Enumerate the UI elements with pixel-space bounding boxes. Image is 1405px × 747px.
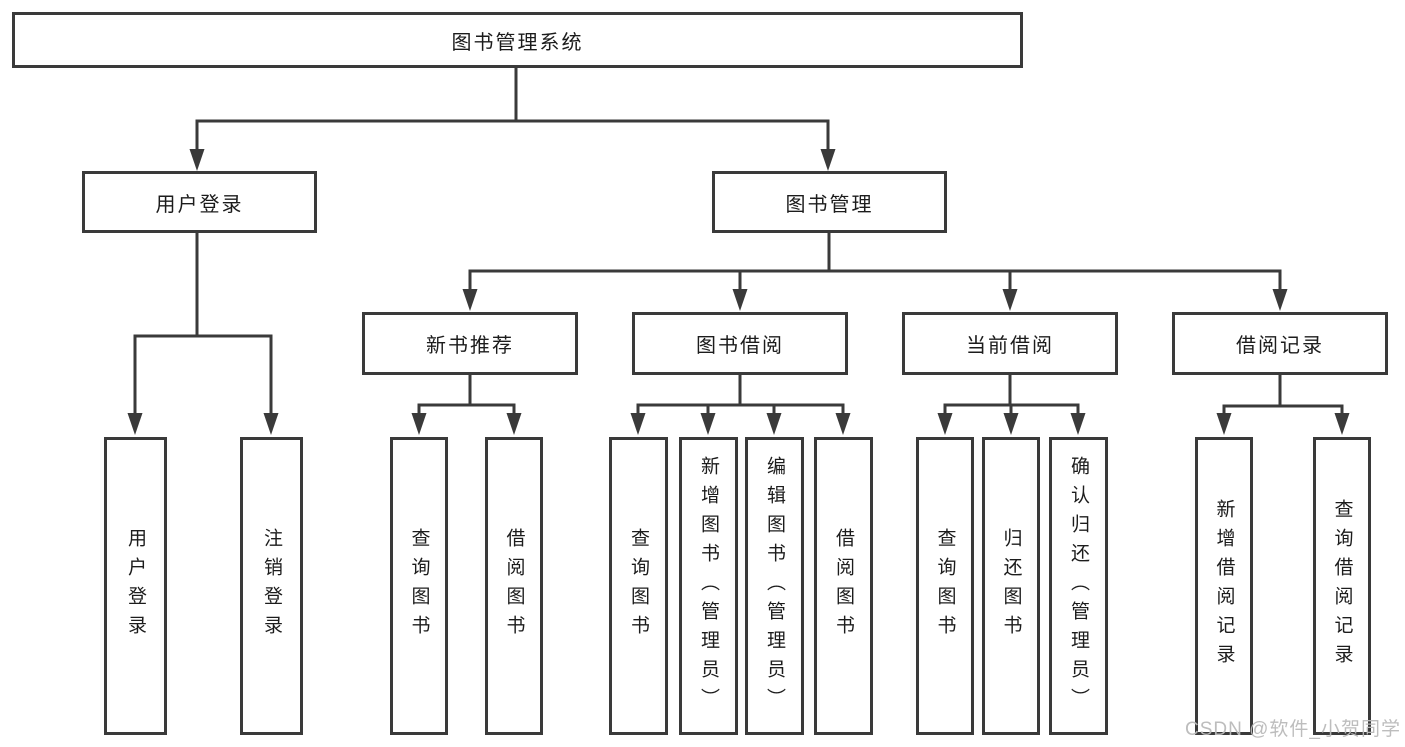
node-label: 确认归还（管理员） [1068, 455, 1089, 717]
node-confirm-return-admin: 确认归还（管理员） [1049, 437, 1108, 735]
arrow-icon [506, 413, 522, 435]
arrow-icon [937, 413, 953, 435]
arrow-icon [1334, 413, 1350, 435]
node-system-root: 图书管理系统 [12, 12, 1023, 68]
node-user-login-leaf: 用户登录 [104, 437, 167, 735]
node-label: 借阅图书 [833, 528, 854, 644]
node-label: 注销登录 [261, 528, 282, 644]
arrow-icon [462, 289, 478, 311]
node-book-management: 图书管理 [712, 171, 947, 233]
arrow-icon [1002, 289, 1018, 311]
node-label: 查询图书 [408, 528, 430, 644]
arrow-icon [630, 413, 646, 435]
arrow-icon [1272, 289, 1288, 311]
node-label: 查询借阅记录 [1331, 499, 1353, 673]
arrow-icon [1070, 413, 1086, 435]
arrow-icon [127, 413, 143, 435]
node-new-book-recommend: 新书推荐 [362, 312, 578, 375]
arrow-icon [411, 413, 427, 435]
arrow-icon [700, 413, 716, 435]
node-query-books-borrow: 查询图书 [609, 437, 668, 735]
node-label: 查询图书 [628, 528, 649, 644]
node-book-borrow: 图书借阅 [632, 312, 848, 375]
arrow-icon [189, 149, 205, 171]
node-label: 查询图书 [934, 528, 956, 644]
arrow-icon [732, 289, 748, 311]
node-label: 用户登录 [125, 528, 146, 644]
node-logout-leaf: 注销登录 [240, 437, 303, 735]
node-query-borrow-record: 查询借阅记录 [1313, 437, 1371, 735]
node-user-login: 用户登录 [82, 171, 317, 233]
node-label: 新增图书（管理员） [698, 455, 719, 717]
arrow-icon [1003, 413, 1019, 435]
node-current-borrow: 当前借阅 [902, 312, 1118, 375]
node-add-book-admin: 新增图书（管理员） [679, 437, 738, 735]
node-edit-book-admin: 编辑图书（管理员） [745, 437, 804, 735]
arrow-icon [766, 413, 782, 435]
node-query-books-recommend: 查询图书 [390, 437, 448, 735]
arrow-icon [1216, 413, 1232, 435]
node-borrow-books-leaf: 借阅图书 [814, 437, 873, 735]
arrow-icon [263, 413, 279, 435]
node-borrow-records: 借阅记录 [1172, 312, 1388, 375]
node-label: 编辑图书（管理员） [764, 455, 785, 717]
node-borrow-books-recommend: 借阅图书 [485, 437, 543, 735]
watermark: CSDN @软件_小贺同学 [1185, 719, 1401, 740]
arrow-icon [820, 149, 836, 171]
node-return-book: 归还图书 [982, 437, 1040, 735]
arrowheads [127, 149, 1350, 435]
arrow-icon [835, 413, 851, 435]
node-label: 新增借阅记录 [1213, 499, 1235, 673]
node-add-borrow-record: 新增借阅记录 [1195, 437, 1253, 735]
node-label: 借阅图书 [503, 528, 525, 644]
node-query-books-current: 查询图书 [916, 437, 974, 735]
node-label: 归还图书 [1000, 528, 1022, 644]
